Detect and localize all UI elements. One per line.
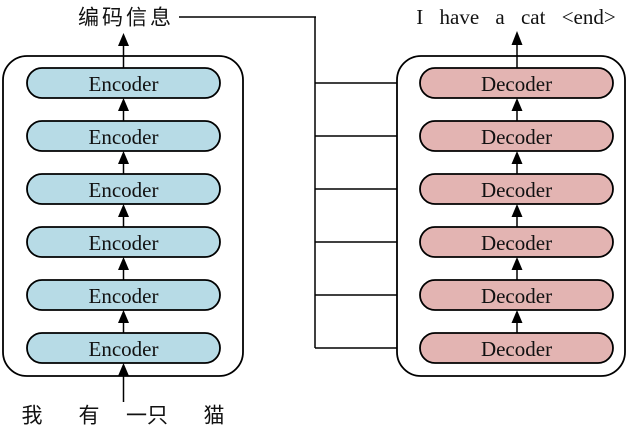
encoder-input-arrow <box>118 363 129 402</box>
decoder-block-label: Decoder <box>481 284 552 308</box>
encoder-block: Encoder <box>26 67 221 99</box>
encoder-stack-arrow <box>118 98 129 121</box>
encoder-block: Encoder <box>26 279 221 311</box>
encoder-block-label: Encoder <box>89 284 159 308</box>
encoder-output-arrow <box>118 33 129 68</box>
encoder-block: Encoder <box>26 173 221 205</box>
decoder-block-label: Decoder <box>481 125 552 149</box>
encoder-stack-arrow <box>118 151 129 174</box>
encoder-stack-arrow <box>118 257 129 280</box>
decoder-block: Decoder <box>419 279 614 311</box>
decoder-block: Decoder <box>419 120 614 152</box>
input-token: 猫 <box>204 405 225 428</box>
decoder-block-label: Decoder <box>481 178 552 202</box>
encoder-block-label: Encoder <box>89 337 159 361</box>
decoder-container <box>396 55 626 377</box>
decoder-output-arrow <box>511 31 523 68</box>
decoder-block-label: Decoder <box>481 337 552 361</box>
encoder-block-label: Encoder <box>89 72 159 96</box>
decoder-stack-arrow <box>511 310 523 333</box>
encoder-block: Encoder <box>26 226 221 258</box>
input-token: 一只 <box>126 405 168 428</box>
decoder-block: Decoder <box>419 173 614 205</box>
decoder-stack-arrow <box>511 151 523 174</box>
encoder-block-label: Encoder <box>89 231 159 255</box>
decoder-stack-arrow <box>511 204 523 227</box>
decoder-output-text: I have a cat <end> <box>416 5 615 29</box>
decoder-stack-arrow <box>511 257 523 280</box>
decoder-block-label: Decoder <box>481 231 552 255</box>
decoder-section: Decoder Decoder Decoder Decoder Decoder … <box>396 31 626 377</box>
encoder-block-label: Encoder <box>89 178 159 202</box>
encoder-block: Encoder <box>26 332 221 364</box>
encoder-input-tokens: 我 有 一只 猫 <box>22 405 225 428</box>
decoder-stack-arrow <box>511 98 523 121</box>
input-token: 我 <box>22 405 43 428</box>
decoder-block: Decoder <box>419 67 614 99</box>
decoder-block: Decoder <box>419 226 614 258</box>
encoded-info-label: 编码信息 <box>78 7 174 30</box>
encoder-stack-arrow <box>118 310 129 333</box>
input-token: 有 <box>79 405 100 428</box>
encoder-block-label: Encoder <box>89 125 159 149</box>
decoder-block: Decoder <box>419 332 614 364</box>
encoder-section: Encoder Encoder Encoder Encoder Encoder … <box>2 33 244 402</box>
encoder-block: Encoder <box>26 120 221 152</box>
encoder-stack-arrow <box>118 204 129 227</box>
decoder-block-label: Decoder <box>481 72 552 96</box>
